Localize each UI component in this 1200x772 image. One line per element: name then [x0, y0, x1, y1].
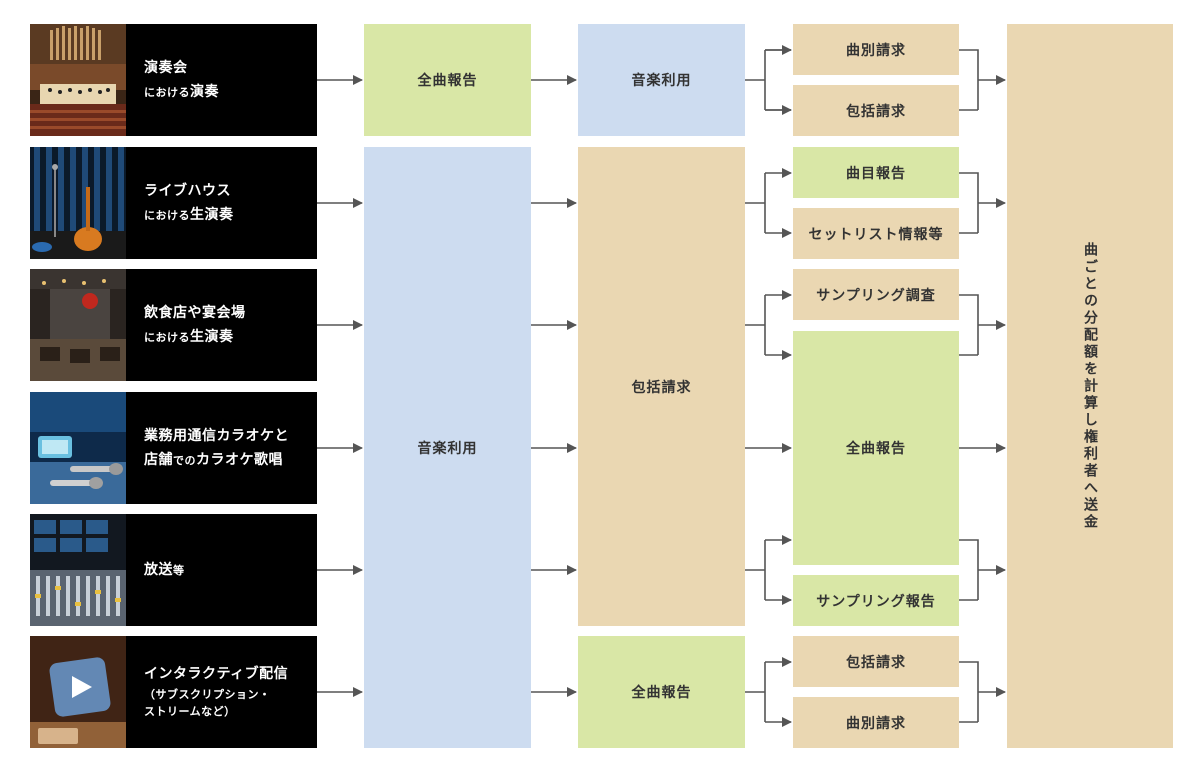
source-karaoke: 業務用通信カラオケと 店舗でのカラオケ歌唱 — [30, 392, 317, 504]
source-label: 業務用通信カラオケと — [144, 427, 289, 444]
restaurant-stage-photo — [30, 269, 126, 381]
fork-connector — [745, 49, 791, 111]
col4-blanket-billing-2: 包括請求 — [793, 636, 959, 687]
streaming-play-photo — [30, 636, 126, 748]
box-label: サンプリング報告 — [816, 593, 936, 610]
box-label: 曲別請求 — [846, 715, 906, 732]
col3-music-use: 音楽利用 — [578, 24, 745, 136]
box-label: 曲ごとの分配額を計算し権利者へ送金 — [1082, 241, 1098, 531]
col4-per-song-billing-2: 曲別請求 — [793, 697, 959, 748]
box-label: セットリスト情報等 — [808, 226, 944, 243]
source-label-small: での — [173, 454, 196, 467]
merge-connector — [959, 49, 979, 111]
col2-music-use: 音楽利用 — [364, 147, 531, 748]
fork-connector — [745, 662, 766, 722]
source-label: 演奏 — [190, 84, 219, 100]
merge-connector — [959, 294, 979, 356]
source-restaurant: 飲食店や宴会場 における生演奏 — [30, 269, 317, 381]
source-label: 生演奏 — [190, 207, 234, 223]
box-label: 曲別請求 — [846, 42, 906, 59]
col3-full-report: 全曲報告 — [578, 636, 745, 748]
col4-setlist-info: セットリスト情報等 — [793, 208, 959, 259]
col4-sampling-survey: サンプリング調査 — [793, 269, 959, 320]
box-label: 包括請求 — [846, 654, 906, 671]
source-interactive-streaming: インタラクティブ配信 （サブスクリプション・ ストリームなど） — [30, 636, 317, 748]
box-label: 包括請求 — [846, 103, 906, 120]
col4-blanket-billing: 包括請求 — [793, 85, 959, 136]
col4-full-report: 全曲報告 — [793, 331, 959, 565]
box-label: 包括請求 — [631, 379, 692, 396]
box-label: 音楽利用 — [417, 440, 478, 457]
live-house-stage-photo — [30, 147, 126, 259]
karaoke-microphone-photo — [30, 392, 126, 504]
col4-song-report: 曲目報告 — [793, 147, 959, 198]
source-live-house: ライブハウス における生演奏 — [30, 147, 317, 259]
box-label: 曲目報告 — [846, 165, 906, 182]
source-label: 店舗 — [144, 452, 173, 468]
source-label: ライブハウス — [144, 182, 231, 199]
fork-connector — [745, 173, 766, 233]
source-label: 生演奏 — [190, 329, 234, 345]
col4-per-song-billing: 曲別請求 — [793, 24, 959, 75]
broadcast-console-photo — [30, 514, 126, 626]
merge-connector — [959, 661, 979, 723]
merge-connector — [959, 539, 979, 601]
source-label-small: における — [144, 331, 190, 344]
box-label: 全曲報告 — [846, 441, 906, 457]
col3-blanket-billing: 包括請求 — [578, 147, 745, 626]
source-label-small: 等 — [173, 563, 185, 577]
source-label-small: （サブスクリプション・ — [144, 687, 271, 701]
concert-hall-photo — [30, 24, 126, 136]
source-concert: 演奏会 における演奏 — [30, 24, 317, 136]
box-label: 音楽利用 — [631, 73, 692, 89]
source-broadcast: 放送等 — [30, 514, 317, 626]
col4-sampling-report: サンプリング報告 — [793, 575, 959, 626]
col5-distribution: 曲ごとの分配額を計算し権利者へ送金 — [1007, 24, 1173, 748]
col2-full-report: 全曲報告 — [364, 24, 531, 136]
source-label: カラオケ歌唱 — [196, 452, 283, 468]
source-label-small: ストリームなど） — [144, 705, 236, 719]
source-label: 飲食店や宴会場 — [144, 304, 246, 321]
source-label-small: における — [144, 86, 190, 99]
merge-connector — [959, 172, 979, 234]
fork-connector — [745, 540, 766, 600]
source-label: インタラクティブ配信 — [144, 666, 289, 683]
source-label-small: における — [144, 209, 190, 222]
box-label: 全曲報告 — [631, 685, 692, 701]
fork-connector — [745, 295, 766, 355]
box-label: サンプリング調査 — [816, 287, 936, 304]
box-label: 全曲報告 — [417, 73, 478, 89]
source-label: 演奏会 — [144, 59, 188, 76]
source-label: 放送 — [144, 561, 173, 578]
